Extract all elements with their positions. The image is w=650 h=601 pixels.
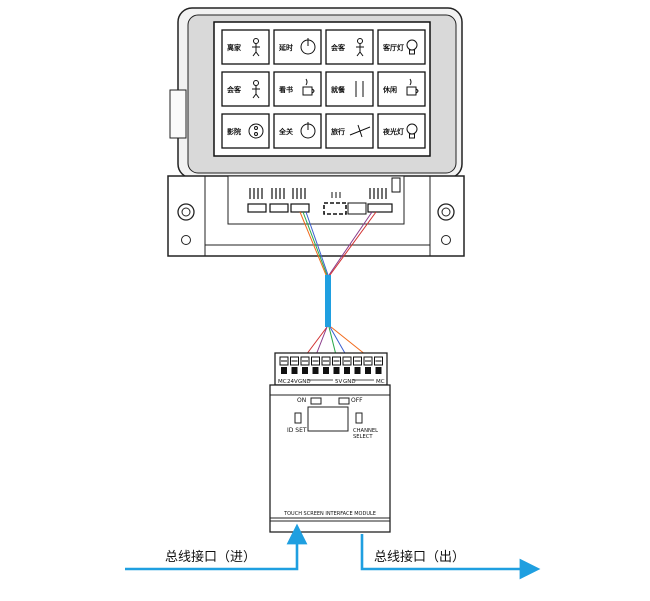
scene-button-5[interactable]: 会客 (221, 71, 270, 107)
scene-button-12[interactable]: 夜光灯 (377, 113, 426, 149)
interface-module: MC 24V GND 5V GND MC ON OFF ID SET CHANN… (269, 352, 391, 533)
scene-button-label: 会客 (227, 85, 242, 94)
scene-button-4[interactable]: 客厅灯 (377, 29, 426, 65)
coffee-icon (302, 78, 315, 96)
timer-icon (300, 38, 316, 55)
scene-button-11[interactable]: 旅行 (325, 113, 374, 149)
night-light-icon (406, 123, 418, 139)
terminal-label-gnd: GND (298, 379, 311, 385)
pin-headers (247, 177, 401, 215)
bus-out-arrow (360, 534, 541, 580)
power-icon (300, 122, 316, 139)
cable-sheath (325, 275, 331, 327)
scene-button-label: 客厅灯 (382, 43, 404, 52)
scene-button-1[interactable]: 离家 (221, 29, 270, 65)
button-grid: 离家延时会客客厅灯会客看书就餐休闲影院全关旅行夜光灯 (221, 29, 426, 149)
bus-out-label: 总线接口（出） (374, 549, 465, 565)
scene-button-label: 夜光灯 (382, 127, 404, 136)
mounting-box (167, 175, 465, 257)
module-title: TOUCH SCREEN INTERFACE MODULE (283, 511, 376, 517)
scene-button-2[interactable]: 延时 (273, 29, 322, 65)
terminal-screws (279, 356, 383, 374)
meeting-icon (356, 38, 364, 57)
scene-button-label: 全关 (278, 127, 293, 136)
module-display (307, 406, 349, 432)
scene-button-label: 影院 (227, 127, 241, 136)
left-screw-icon (177, 203, 195, 245)
off-label: OFF (351, 397, 363, 404)
fork-knife-icon (355, 81, 364, 97)
scene-button-label: 就餐 (331, 85, 346, 94)
terminal-label-mc-2: MC (376, 379, 385, 385)
scene-button-label: 会客 (331, 43, 346, 52)
off-switch[interactable] (338, 397, 350, 405)
person-leaving-icon (252, 38, 260, 57)
pin-lines (249, 188, 387, 199)
scene-button-8[interactable]: 休闲 (377, 71, 426, 107)
scene-button-9[interactable]: 影院 (221, 113, 270, 149)
cable (299, 211, 377, 356)
touch-panel: 离家延时会客客厅灯会客看书就餐休闲影院全关旅行夜光灯 (169, 7, 463, 179)
on-label: ON (297, 397, 306, 404)
scene-button-label: 休闲 (382, 85, 397, 94)
airplane-icon (349, 124, 371, 138)
scene-button-label: 旅行 (330, 127, 345, 136)
on-switch[interactable] (310, 397, 322, 405)
terminal-label-24v: 24V (287, 379, 298, 385)
bus-in-label: 总线接口（进） (165, 549, 256, 565)
connector-board (227, 175, 405, 225)
scene-button-label: 看书 (279, 85, 293, 94)
scene-button-label: 延时 (278, 43, 293, 52)
film-reel-icon (248, 123, 264, 139)
cup-icon (406, 78, 419, 96)
scene-button-7[interactable]: 就餐 (325, 71, 374, 107)
light-bulb-icon (406, 39, 418, 55)
scene-button-10[interactable]: 全关 (273, 113, 322, 149)
bus-in-arrow (125, 523, 308, 571)
scene-button-label: 离家 (227, 43, 242, 52)
panel-left-tab (169, 89, 187, 139)
terminal-label-5v: 5V (335, 379, 342, 385)
scene-button-3[interactable]: 会客 (325, 29, 374, 65)
right-screw-icon (437, 203, 455, 245)
channel-select-button[interactable] (355, 412, 363, 424)
scene-button-6[interactable]: 看书 (273, 71, 322, 107)
terminal-label-mc: MC (278, 379, 287, 385)
meeting-icon (252, 80, 260, 99)
terminal-label-gnd-2: GND (343, 379, 356, 385)
id-set-button[interactable] (294, 412, 302, 424)
id-set-label: ID SET (287, 427, 307, 434)
